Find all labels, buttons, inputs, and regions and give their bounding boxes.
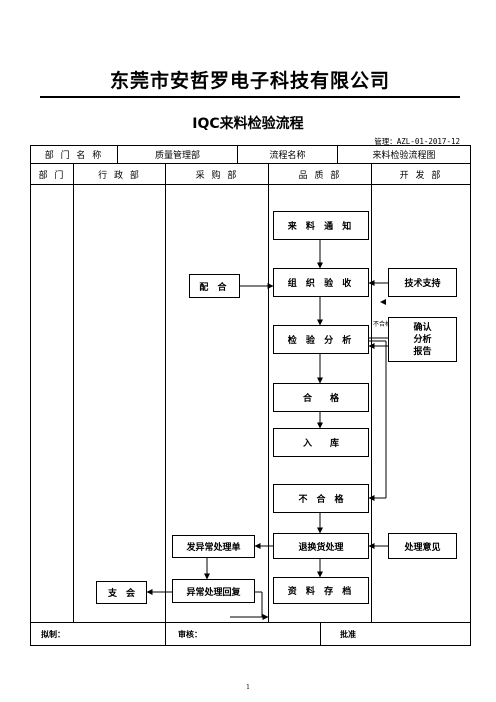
process-name-value: 来料检验流程图 bbox=[372, 151, 436, 161]
document-title: IQC来料检验流程 bbox=[192, 116, 304, 132]
data-archive-box: 资 料 存 档 bbox=[273, 577, 369, 604]
confirm-report-line-3: 报告 bbox=[413, 346, 432, 357]
inspection-analysis-box: 检 验 分 析 bbox=[273, 325, 369, 354]
return-exchange-box: 退换货处理 bbox=[273, 533, 369, 559]
incoming-notice-box: 来 料 通 知 bbox=[273, 211, 369, 240]
column-header-dev: 开 发 部 bbox=[399, 170, 443, 181]
dept-name-label: 部 门 名 称 bbox=[44, 151, 104, 161]
unqualified-note: 不合格 bbox=[373, 321, 392, 328]
unqualified-box: 不 合 格 bbox=[273, 484, 369, 513]
drafted-label: 拟制： bbox=[41, 630, 65, 639]
qualified-box: 合 格 bbox=[273, 383, 369, 412]
organize-inspection-box: 组 织 验 收 bbox=[273, 268, 369, 297]
confirm-report-box: 确认 分析 报告 bbox=[388, 317, 457, 362]
tech-support-box: 技术支持 bbox=[388, 268, 457, 297]
column-header-purchase: 采 购 部 bbox=[195, 170, 239, 181]
handling-opinion-box: 处理意见 bbox=[388, 533, 457, 559]
column-header-admin: 行 政 部 bbox=[98, 170, 141, 181]
warehousing-box: 入 库 bbox=[273, 428, 369, 457]
process-name-label: 流程名称 bbox=[269, 151, 306, 161]
exception-reply-box: 异常处理回复 bbox=[172, 579, 255, 603]
confirm-report-line-2: 分析 bbox=[413, 334, 432, 345]
column-header-quality: 品 质 部 bbox=[298, 170, 342, 181]
payment-box: 支 会 bbox=[96, 581, 147, 604]
title-divider bbox=[40, 96, 460, 97]
cooperate-box: 配 合 bbox=[189, 274, 240, 298]
company-name: 东莞市安哲罗电子科技有限公司 bbox=[40, 66, 460, 98]
page-number: 1 bbox=[246, 684, 250, 691]
column-header-dept: 部 门 bbox=[38, 170, 66, 181]
exception-form-box: 发异常处理单 bbox=[172, 535, 255, 558]
reviewed-label: 审核： bbox=[178, 630, 202, 639]
confirm-report-line-1: 确认 bbox=[413, 322, 432, 333]
document-code: 管理：AZL-01-2017-12 bbox=[374, 137, 460, 146]
approved-label: 批准 bbox=[340, 630, 356, 639]
dept-name-value: 质量管理部 bbox=[154, 151, 200, 161]
